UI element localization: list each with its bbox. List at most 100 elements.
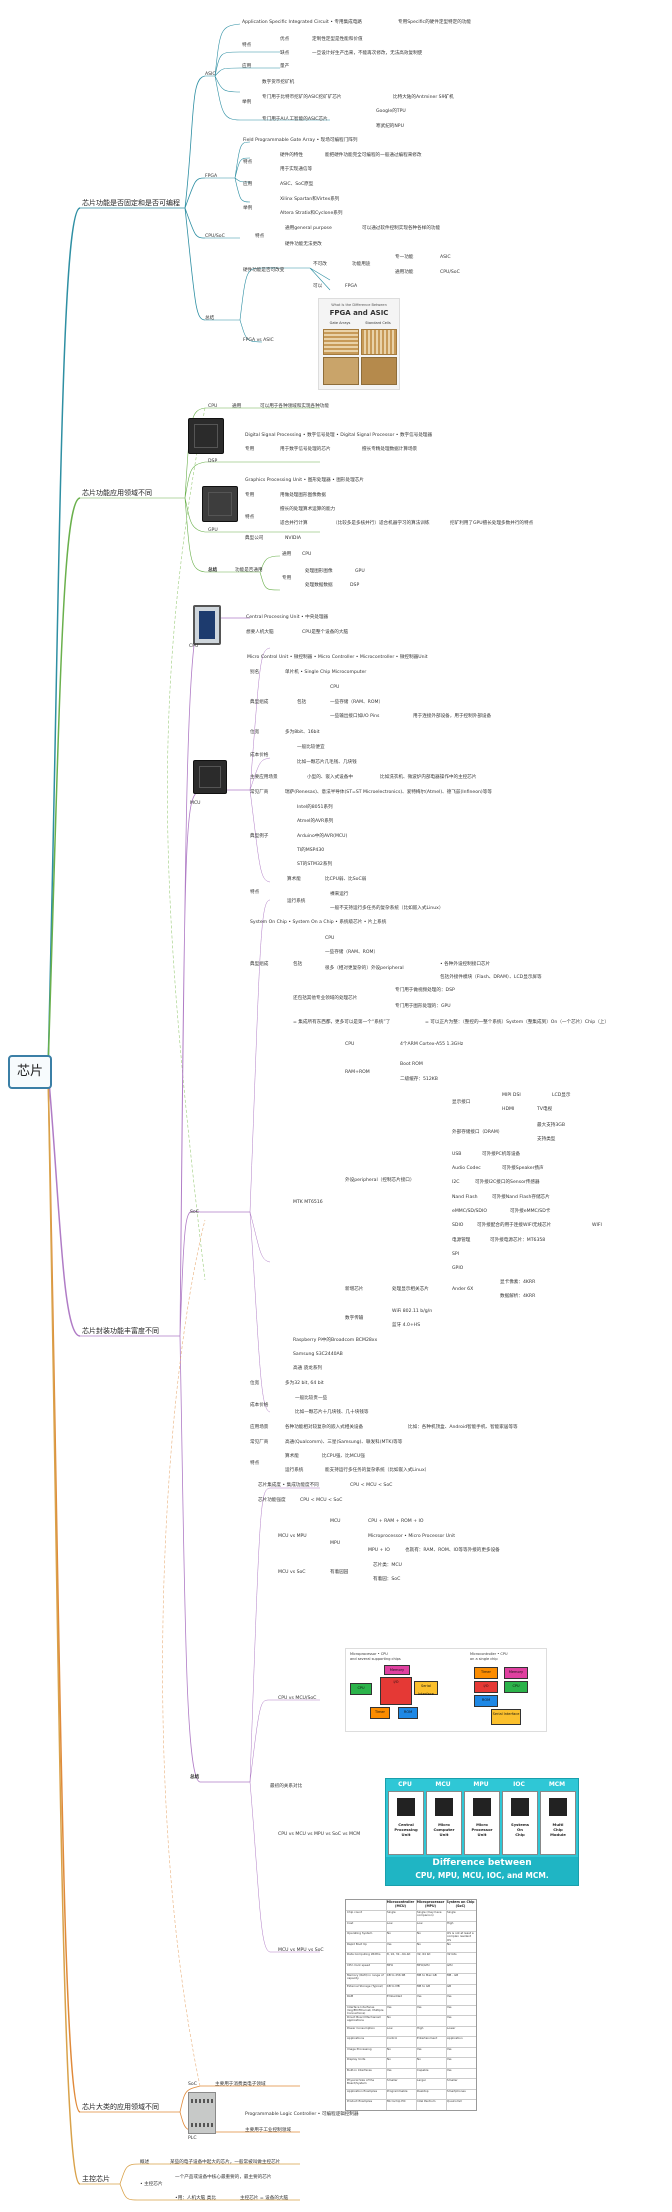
diag-right-title: Microcontroller • CPU — [470, 1652, 508, 1656]
soc-p-power: 电源管理 — [452, 1238, 471, 1243]
gate-array-die — [323, 329, 359, 355]
b4-plc-label[interactable]: PLC — [188, 2136, 197, 2141]
table-cell: Yes — [387, 1941, 392, 1946]
fpga-f1-note: 能把硬件功能完全可编程的一般通过编程来修改 — [325, 153, 422, 158]
app-dsp-label[interactable]: DSP — [208, 459, 218, 464]
table-cell: Low — [417, 1920, 423, 1925]
mcu-app-note: 比如洗衣机、微波炉内部电器操作中的主控芯片 — [380, 775, 477, 780]
table-cell: No — [417, 1941, 421, 1946]
mcu-ex1: Intel的8051系列 — [297, 805, 333, 810]
summary2-cm-label: CPU vs MCU/SoC — [278, 1696, 317, 1701]
table-header: Microcontroller (MCU) — [386, 1900, 415, 1908]
branch-application-domain[interactable]: 芯片功能应用领域不同 — [82, 489, 152, 497]
table-row — [346, 2067, 476, 2069]
summary2-mpu-note: 也就有：RAM、ROM、IO等等外接的更多设备 — [405, 1548, 500, 1553]
summary2-more-label: MCU vs MPU vs SoC — [278, 1948, 324, 1953]
table-cell: MHz — [387, 1962, 393, 1967]
connector-b4-dashed — [162, 1219, 206, 2087]
mcu-f2-label: 运行系统 — [287, 899, 306, 904]
table-cell: Yes — [417, 1994, 422, 1998]
summary-asic: ASIC — [440, 255, 451, 260]
table-cell: Single — [387, 1910, 396, 1914]
table-row — [346, 2057, 476, 2058]
app-summary-label[interactable]: 总结 — [208, 568, 218, 573]
soc-c3-note2: 包括外接件模块（Flash、DRAM）、LCD显示屏等 — [440, 975, 542, 980]
table-row — [346, 2036, 476, 2037]
cmp-card-mcu: Micro Computer Unit — [426, 1791, 462, 1855]
table-cell: Yes — [447, 2057, 452, 2061]
table-cell: Power Consumption — [347, 2025, 375, 2030]
b3-cpu-label[interactable]: CPU — [189, 644, 199, 649]
soc-p-spi: SPI — [452, 1252, 460, 1257]
b5-ex-label: • 主控芯片 — [140, 2182, 163, 2187]
fpga-label[interactable]: FPGA — [205, 174, 218, 179]
table-cell: Direct Board Mechanism applications — [347, 2015, 382, 2023]
branch-package-richness[interactable]: 芯片封装功能丰富度不同 — [82, 1327, 159, 1335]
app-gpu-company-label: 典型公司 — [245, 536, 264, 541]
table-cell: KB to MB — [387, 1983, 400, 1988]
app-gpu-f2-note2: 挖矿利用了GPU擅长处理多数并行的特点 — [450, 521, 534, 526]
cmp-l1: Central Processing Unit — [394, 1822, 418, 1837]
soc-feature-label: 特点 — [250, 1461, 260, 1466]
diag-mcu-memory: Memory — [504, 1667, 528, 1679]
app-summary-special: 专用 — [282, 576, 292, 581]
table-column-divider — [416, 1900, 417, 2110]
branch-programmable[interactable]: 芯片功能是否固定和是否可编程 — [82, 199, 180, 207]
soc-c3: 很多（相对更复杂的）外设peripheral — [325, 966, 404, 971]
fpga-apps: ASIC、SoC原型 — [280, 182, 314, 187]
table-cell: Application — [447, 2036, 463, 2040]
soc-cpu: 4个ARM Cortex-A55 1.3GHz — [400, 1042, 464, 1047]
summary2-sys-value: CPU < MCU < SoC — [350, 1483, 393, 1488]
table-cell: Yes — [447, 2067, 452, 2072]
mcu-label[interactable]: MCU — [190, 801, 201, 806]
soc-p-mem1: 最大支持3GB — [537, 1123, 566, 1128]
table-cell: No — [417, 2057, 421, 2061]
cmp-h4: IOC — [513, 1781, 525, 1788]
table-row — [346, 1952, 476, 1953]
branch-category-domain[interactable]: 芯片大类的应用领域不同 — [82, 2103, 159, 2111]
table-cell: Yes — [447, 2004, 452, 2009]
table-cell: Larger — [417, 2078, 427, 2082]
table-cell: Single — [447, 1910, 456, 1914]
asic-label[interactable]: ASIC — [205, 72, 216, 77]
branch-main-control[interactable]: 主控芯片 — [82, 2175, 110, 2183]
summary-yes: 可以 — [313, 284, 323, 289]
app-gpu-spec: 专用 — [245, 493, 255, 498]
asic-def-note: 专用Specific的硬件定型特定的功能 — [398, 20, 472, 25]
summary-no: 不可改 — [313, 262, 327, 267]
root-node[interactable]: 芯片 — [8, 1055, 52, 1089]
asic-cons-label: 缺点 — [280, 51, 290, 56]
connector-b2 — [47, 497, 81, 1071]
app-summary-gpu: GPU — [355, 569, 365, 574]
b4-plc: 主要用于工业控制领域 — [245, 2128, 291, 2133]
app-cpu-label[interactable]: CPU — [208, 404, 218, 409]
table-row — [346, 1983, 476, 1985]
cmp-card-mpu: Micro Processor Unit — [464, 1791, 500, 1855]
diag-memory-block: Memory — [384, 1665, 410, 1675]
b4-soc-label[interactable]: SoC — [188, 2082, 197, 2087]
cmp-h3: MPU — [473, 1781, 489, 1788]
mcu-maker: 瑞萨(Renesas)、意法半导体(ST=ST Microelectronics… — [285, 790, 492, 795]
table-cell: Low — [387, 2025, 393, 2030]
diag-left-title: Microprocessor • CPU — [350, 1652, 388, 1656]
table-row — [346, 2046, 476, 2048]
soc-label[interactable]: SoC — [190, 1210, 199, 1215]
soc-p-usb: USB — [452, 1152, 462, 1157]
table-row — [346, 1931, 476, 1932]
mcu-cont-label: 典型组成 — [250, 700, 269, 705]
app-gpu-label[interactable]: GPU — [208, 528, 218, 533]
table-cell: Memory (RAM) in range of capacity — [347, 1973, 384, 1981]
app-gpu-f2-note: （比较多是多核并行）适合机器学习的算法训练 — [333, 521, 430, 526]
cmp-card-ioc: Systems On Chip — [502, 1791, 538, 1855]
soc-total: = 集成所有东西都，更多可以是第一个“系统”了 — [293, 1020, 391, 1025]
b3-summary-label[interactable]: 总结 — [190, 1775, 200, 1780]
diag-right-subtitle: on a single chip — [470, 1657, 498, 1661]
connector-b3-inner — [249, 647, 320, 1953]
cmp-l5: Multi Chip Module — [550, 1822, 566, 1837]
summary-general: 通用功能 — [395, 270, 414, 275]
table-cell: Product Examples — [347, 2099, 373, 2103]
summary-label[interactable]: 总结 — [205, 316, 215, 321]
b5-ex2: •用：人机大脑 类比 — [175, 2196, 216, 2201]
cpusoc-label[interactable]: CPU/SoC — [205, 234, 225, 239]
asic-cons: 一旦设计好生产出来，不能再次修改，无法高效复制使 — [312, 51, 423, 56]
